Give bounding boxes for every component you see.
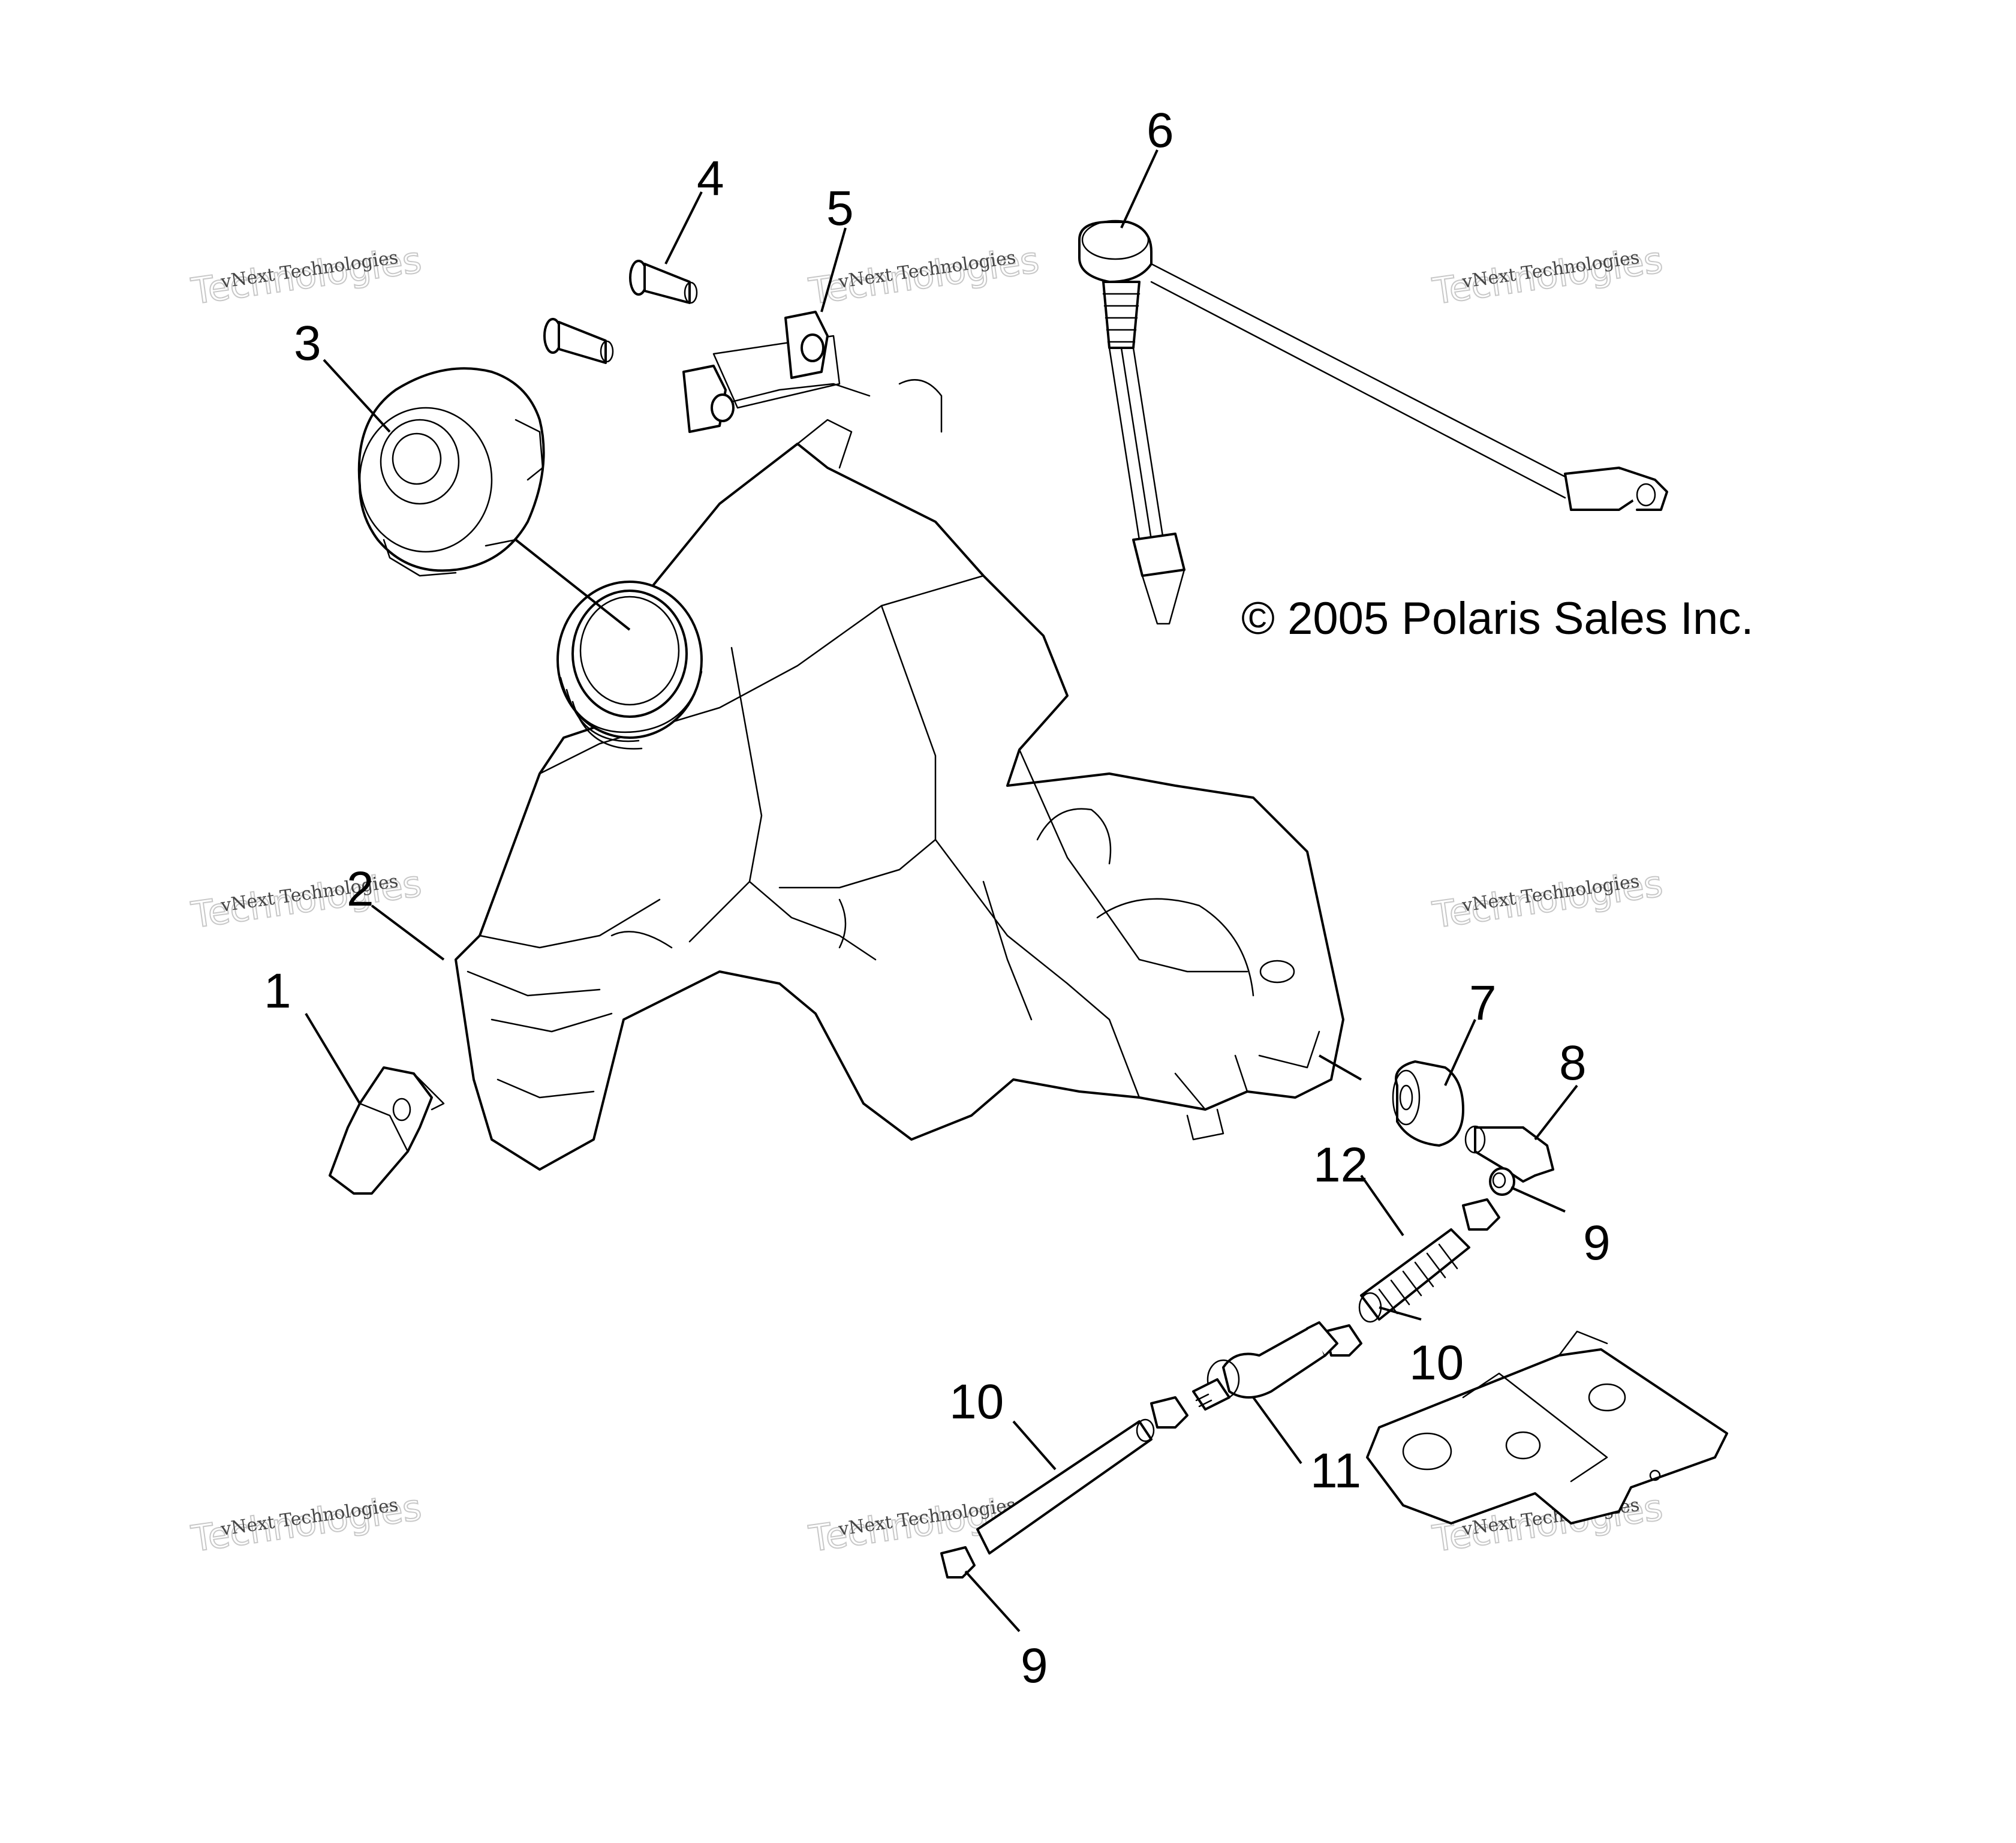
bracket-clip-icon[interactable]: [329, 1066, 445, 1195]
callout-3: 3: [294, 316, 321, 371]
watermark-bottom-left: Technologies vNext Technologies: [188, 1486, 425, 1561]
hose-clamp-icon[interactable]: [940, 1546, 976, 1579]
rivet-icon[interactable]: [543, 318, 614, 364]
fuel-tank-icon[interactable]: [455, 335, 1344, 1171]
mounting-bracket-icon: [1366, 1330, 1728, 1525]
speed-nut-icon[interactable]: [682, 365, 735, 433]
copyright-notice: © 2005 Polaris Sales Inc.: [1241, 593, 1753, 644]
watermark-mid-left: Technologies vNext Technologies: [188, 862, 425, 937]
hose-clamp-icon[interactable]: [1150, 1396, 1188, 1429]
elbow-fitting-icon[interactable]: [1464, 1125, 1554, 1183]
callout-9-right: 9: [1583, 1216, 1611, 1270]
watermark-top-right: Technologies vNext Technologies: [1430, 239, 1666, 314]
hose-clamp-icon[interactable]: [1489, 1167, 1515, 1196]
speed-nut-icon[interactable]: [784, 311, 829, 379]
callout-8: 8: [1559, 1036, 1587, 1090]
callout-11: 11: [1310, 1444, 1361, 1498]
callout-9-bottom: 9: [1021, 1638, 1048, 1693]
callout-10-left: 10: [949, 1375, 1004, 1429]
watermark-mid-right: Technologies vNext Technologies: [1430, 862, 1666, 937]
leader-lines: [305, 149, 1578, 1632]
fuel-neck-icon: [556, 581, 703, 750]
rivet-icon[interactable]: [629, 260, 698, 304]
callout-6: 6: [1147, 103, 1174, 158]
fuel-sender-icon[interactable]: [1078, 220, 1668, 625]
hose-clamp-icon[interactable]: [1462, 1198, 1500, 1231]
callout-numbers: 1 2 3 4 5 6 7 8 9 12 10 11 10 9: [264, 103, 1611, 1693]
callout-4: 4: [697, 151, 724, 206]
hose-spring-icon[interactable]: [1358, 1228, 1470, 1323]
callout-10-right: 10: [1409, 1336, 1464, 1390]
fuel-filter-icon[interactable]: [1192, 1321, 1338, 1411]
callout-12: 12: [1313, 1138, 1368, 1192]
watermark-top-center: Technologies vNext Technologies: [806, 239, 1042, 314]
callout-7: 7: [1469, 976, 1497, 1030]
watermark-top-left: Technologies vNext Technologies: [188, 239, 425, 314]
fuel-cap-icon[interactable]: [357, 367, 545, 577]
grommet-icon[interactable]: [1392, 1060, 1464, 1147]
callout-2: 2: [347, 862, 374, 916]
fuel-hose-icon[interactable]: [976, 1418, 1155, 1555]
callout-5: 5: [826, 181, 854, 236]
callout-1: 1: [264, 964, 291, 1018]
